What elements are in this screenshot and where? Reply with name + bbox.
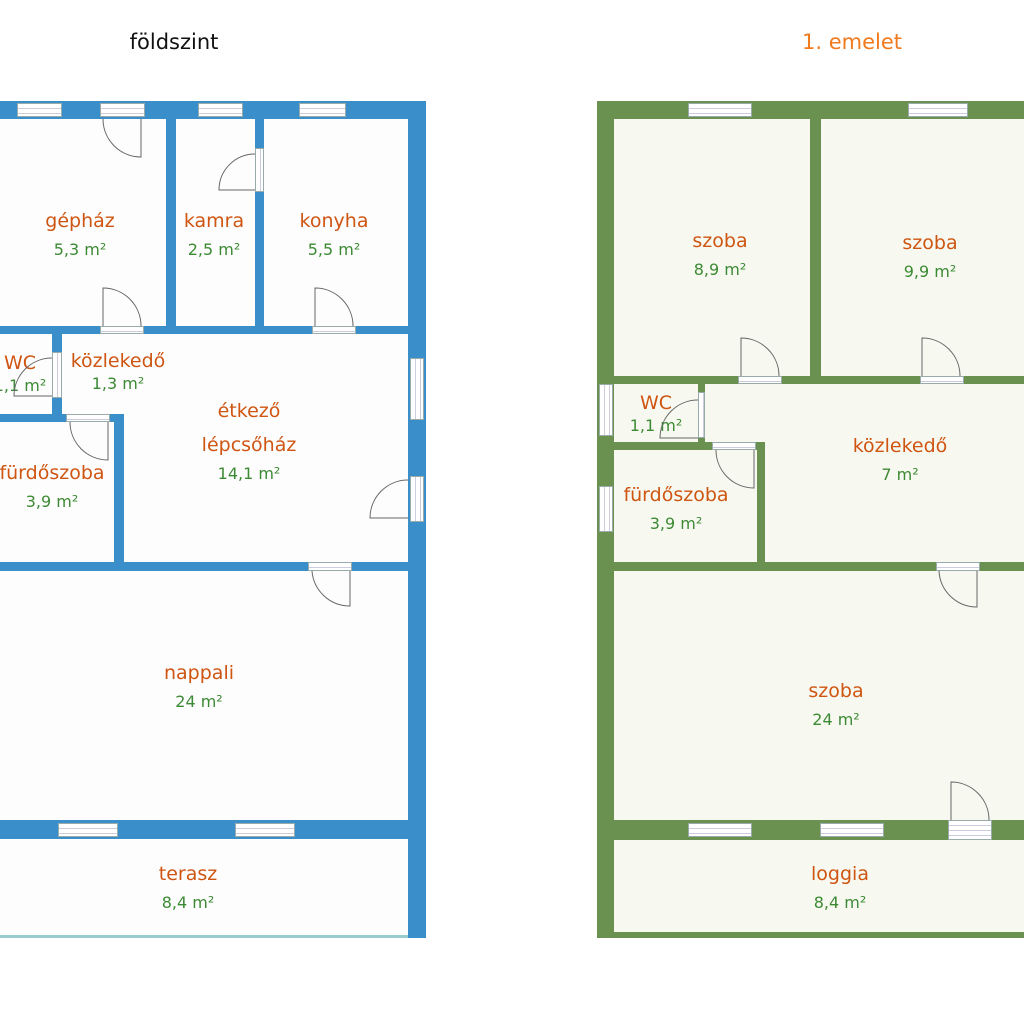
door-opening (738, 376, 782, 384)
door-opening (255, 148, 264, 192)
window (688, 823, 752, 837)
door-opening (936, 562, 980, 571)
window (299, 103, 346, 117)
room-nappali (0, 571, 408, 820)
window (599, 486, 613, 532)
door-opening (920, 376, 964, 384)
window (235, 823, 295, 837)
room-szoba-2 (821, 119, 1024, 376)
room-etkezo (124, 334, 408, 562)
door-opening (52, 352, 62, 398)
room-label: WC1,1 m² (0, 352, 47, 395)
window (820, 823, 884, 837)
window (58, 823, 118, 837)
window (410, 358, 424, 420)
door-opening (308, 562, 352, 571)
room-szoba-3 (614, 571, 1024, 820)
window (688, 103, 752, 117)
room-szoba-1 (614, 119, 810, 376)
door-opening (66, 414, 110, 422)
floor-title-first: 1. emelet (802, 30, 902, 54)
room-loggia (614, 840, 1024, 932)
window (100, 103, 145, 117)
window (17, 103, 62, 117)
window (198, 103, 243, 117)
door-opening (948, 820, 992, 840)
door-opening (712, 442, 756, 450)
door-opening (698, 392, 705, 438)
wall-terrace-right (408, 838, 426, 938)
room-terasz (0, 840, 408, 938)
door-opening (312, 326, 356, 334)
door-opening (100, 326, 144, 334)
room-kamra (176, 119, 255, 326)
window (599, 384, 613, 436)
room-kozlekedo-lower (765, 384, 1024, 562)
window (908, 103, 968, 117)
window (410, 476, 424, 522)
floor-title-ground: földszint (129, 30, 219, 54)
